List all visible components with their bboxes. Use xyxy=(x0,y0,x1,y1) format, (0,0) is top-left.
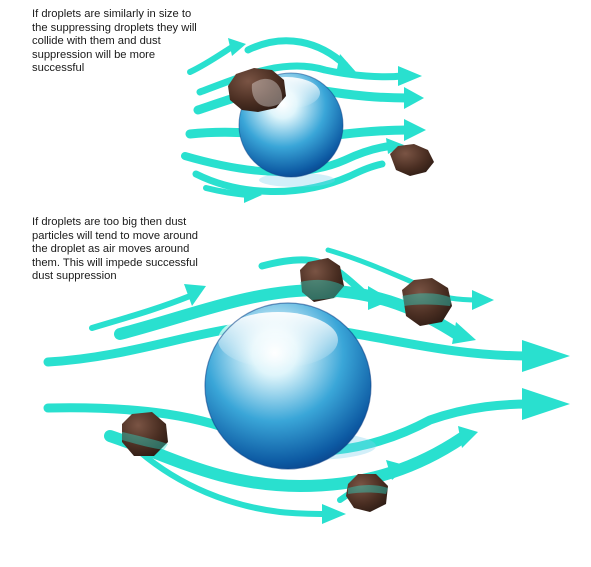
arrowhead xyxy=(404,119,426,141)
top-scene xyxy=(181,37,434,203)
arrowhead xyxy=(458,426,478,448)
large-water-droplet xyxy=(204,302,376,470)
arrowhead xyxy=(244,187,262,203)
bottom-arrowheads xyxy=(184,284,570,524)
airflow-line xyxy=(104,430,468,493)
bottom-scene xyxy=(43,247,570,524)
top-arrowheads xyxy=(228,38,426,203)
arrowhead xyxy=(368,286,392,310)
arrowhead xyxy=(322,504,346,524)
airflow-line xyxy=(181,142,394,176)
arrowhead xyxy=(228,38,246,56)
arrowhead xyxy=(386,138,404,154)
arrowhead xyxy=(522,388,570,420)
dust-particle-left xyxy=(122,412,168,456)
arrowhead xyxy=(522,340,570,372)
dust-particle-top-right xyxy=(402,278,452,326)
arrowhead xyxy=(398,66,422,86)
airflow-line xyxy=(89,293,193,331)
airflow-line xyxy=(192,160,386,196)
dust-particle-bottom xyxy=(346,474,388,512)
airflow-line xyxy=(244,37,349,69)
arrowhead xyxy=(404,87,424,109)
dust-particle-small xyxy=(390,144,434,176)
airflow-line xyxy=(137,449,331,517)
caption-similar-size: If droplets are similarly in size to the… xyxy=(32,8,197,75)
arrowhead xyxy=(184,284,206,306)
caption-too-big: If droplets are too big then dust partic… xyxy=(32,216,199,283)
dust-particle-top-middle xyxy=(300,258,344,302)
dust-particle-colliding xyxy=(228,68,286,112)
arrowhead xyxy=(452,322,476,344)
arrowhead xyxy=(336,54,356,74)
arrowhead xyxy=(386,460,408,480)
airflow-line xyxy=(187,44,235,75)
arrowhead xyxy=(472,290,494,310)
